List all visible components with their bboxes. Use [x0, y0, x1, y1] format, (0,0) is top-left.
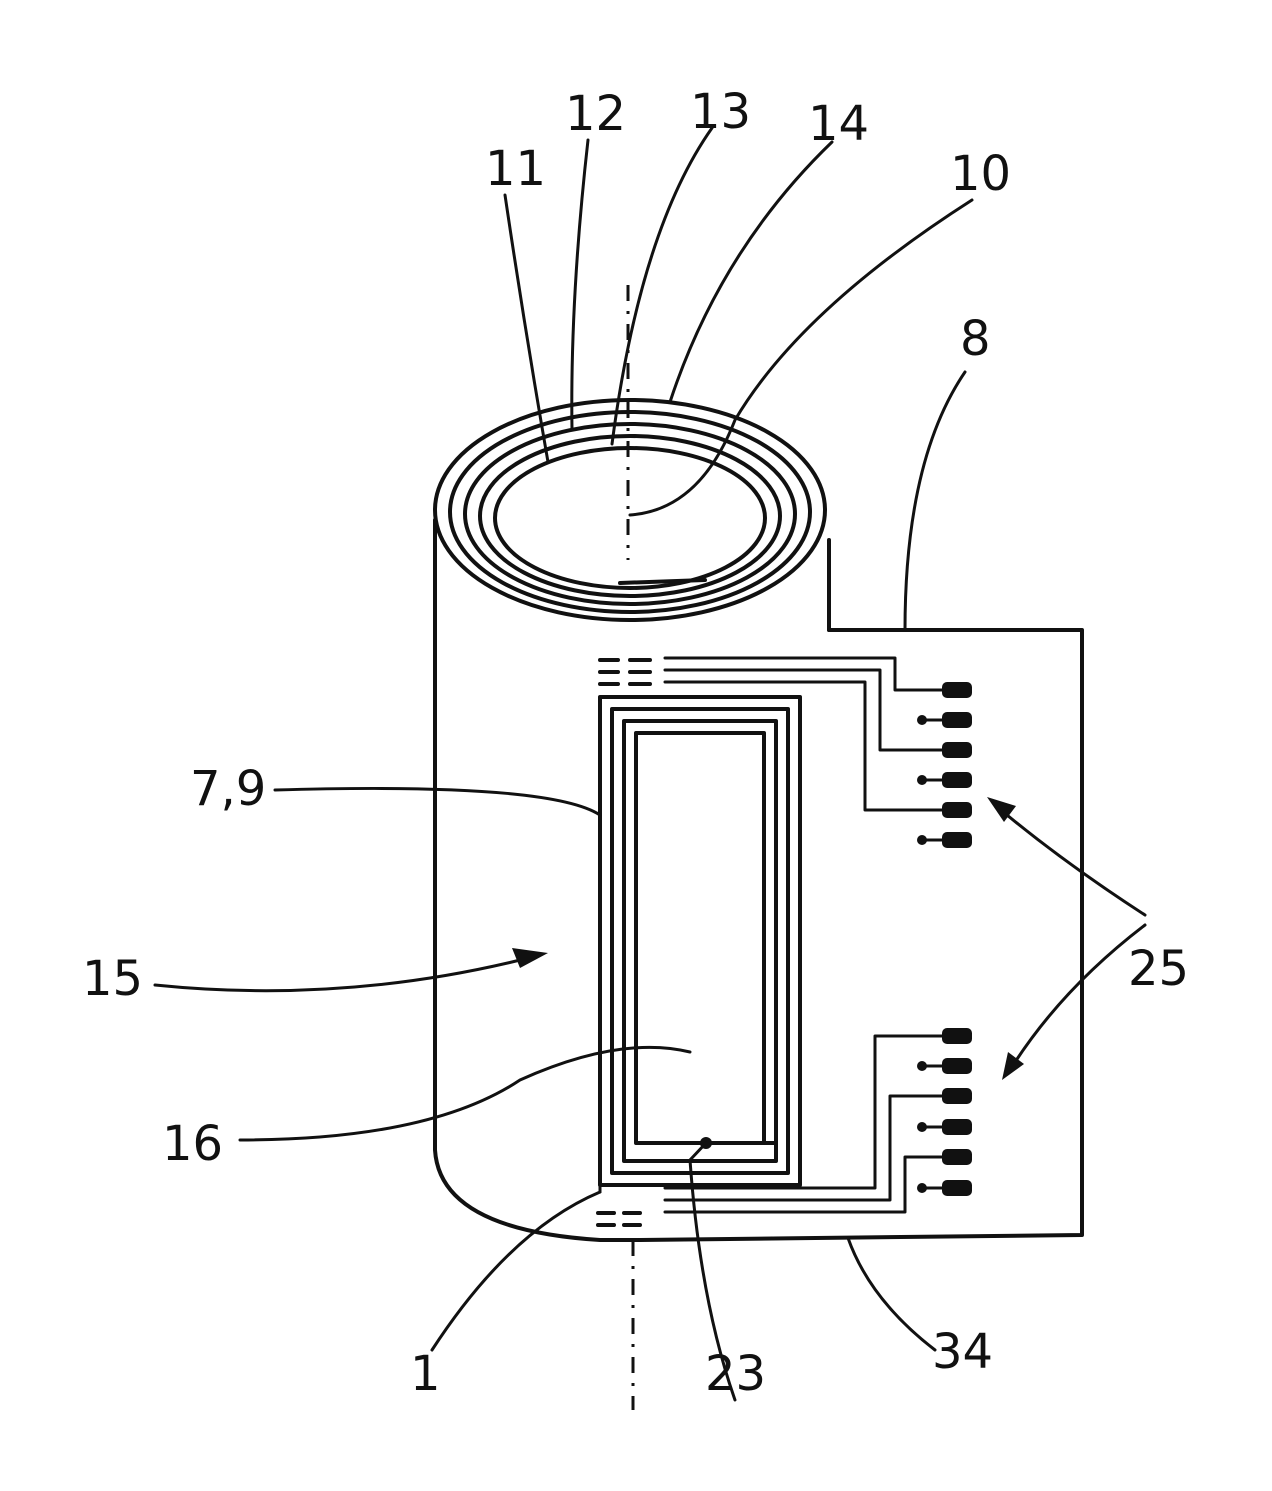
- label-23: 23: [705, 1346, 766, 1402]
- leader-25-top: [995, 805, 1145, 915]
- coil-middle: [612, 709, 788, 1173]
- label-1: 1: [410, 1346, 441, 1402]
- label-16: 16: [162, 1116, 223, 1172]
- leader-34: [848, 1238, 935, 1350]
- leader-lines: [155, 128, 1145, 1400]
- contact-pads-bottom: [917, 1028, 972, 1196]
- arrowhead-15: [512, 948, 548, 968]
- trace-bottom-3: [665, 1036, 945, 1188]
- bore-shading: [620, 580, 705, 583]
- sensor-window: [636, 733, 764, 1143]
- cylinder-left-edge: [435, 520, 640, 1240]
- leader-25-bottom: [1010, 925, 1145, 1070]
- leader-8: [905, 372, 965, 630]
- leader-7-9: [275, 788, 600, 815]
- label-15: 15: [82, 951, 143, 1007]
- label-11: 11: [485, 141, 546, 197]
- leader-14: [670, 142, 832, 402]
- coil-inner: [624, 721, 776, 1161]
- bottom-vias: [598, 1213, 640, 1225]
- coil-outer: [600, 697, 800, 1185]
- label-8: 8: [960, 311, 991, 367]
- leader-10: [630, 200, 972, 515]
- trace-top-3: [665, 682, 945, 810]
- label-10: 10: [950, 146, 1011, 202]
- circuit-board: [598, 630, 1082, 1240]
- top-vias: [600, 660, 650, 684]
- leader-1: [432, 1192, 600, 1350]
- label-12: 12: [565, 86, 626, 142]
- trace-top-1: [665, 658, 945, 690]
- label-14: 14: [808, 96, 869, 152]
- leader-12: [572, 140, 588, 430]
- leader-15: [155, 955, 540, 991]
- label-34: 34: [932, 1324, 993, 1380]
- label-7-9: 7,9: [190, 761, 266, 817]
- cylinder: [435, 285, 829, 1410]
- label-25: 25: [1128, 941, 1189, 997]
- contact-pads-top: [917, 682, 972, 848]
- label-13: 13: [690, 84, 751, 140]
- inner-bore: [495, 448, 765, 588]
